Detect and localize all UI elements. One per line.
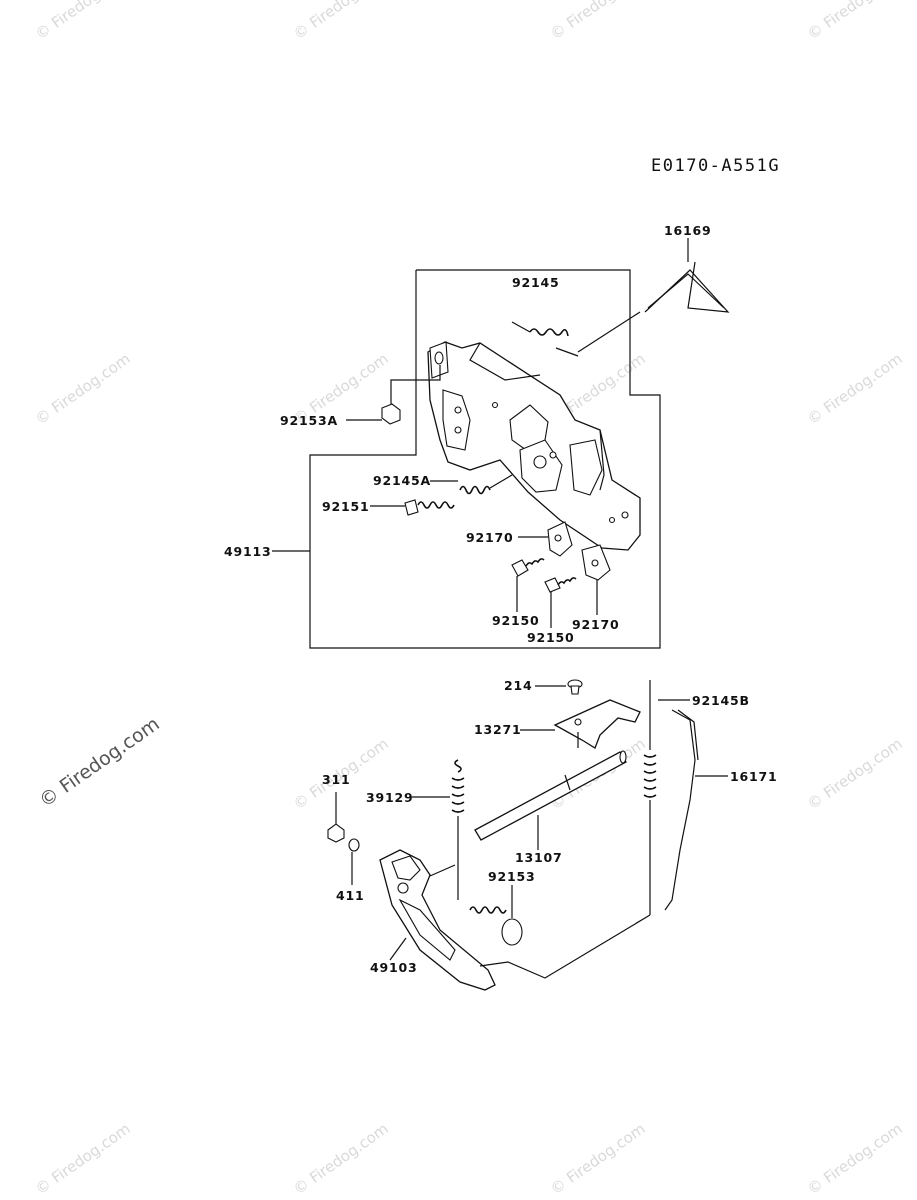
control-bracket-plate — [427, 341, 641, 551]
nut-311 — [327, 792, 345, 843]
bolt-92150-a — [511, 558, 545, 612]
watermark: © Firedog.com — [290, 1120, 392, 1199]
bolt-92153 — [469, 885, 523, 946]
watermark-large: © Firedog.com — [35, 713, 163, 812]
part-label-92150-a: 92150 — [492, 613, 540, 628]
part-label-92170-a: 92170 — [466, 530, 514, 545]
part-label-16171: 16171 — [730, 769, 778, 784]
watermark: © Firedog.com — [547, 1120, 649, 1199]
shaft-13107 — [474, 732, 627, 850]
lever-49103 — [379, 849, 651, 991]
spring-92145B — [643, 680, 690, 915]
bolt-92150-b — [544, 577, 577, 628]
rod-16171 — [664, 709, 728, 911]
screw-214 — [535, 679, 583, 695]
clamp-92170-lower — [581, 544, 611, 581]
part-label-49113: 49113 — [224, 544, 272, 559]
watermark: © Firedog.com — [804, 350, 906, 429]
spring-39129 — [412, 759, 465, 900]
assembly-frame-49113 — [309, 269, 661, 649]
watermark: © Firedog.com — [804, 0, 906, 43]
watermark: © Firedog.com — [32, 0, 134, 43]
part-label-214: 214 — [504, 678, 533, 693]
part-label-92145A: 92145A — [373, 473, 431, 488]
part-label-16169: 16169 — [664, 223, 712, 238]
part-label-92151: 92151 — [322, 499, 370, 514]
bolt-92153A — [381, 365, 441, 425]
watermark: © Firedog.com — [32, 350, 134, 429]
part-label-92153: 92153 — [488, 869, 536, 884]
watermark-layer: © Firedog.com © Firedog.com © Firedog.co… — [32, 0, 906, 1198]
part-label-311: 311 — [322, 772, 351, 787]
watermark: © Firedog.com — [290, 0, 392, 43]
diagram-code: E0170-A551G — [651, 156, 780, 176]
watermark: © Firedog.com — [804, 1120, 906, 1199]
part-label-92145: 92145 — [512, 275, 560, 290]
part-label-92153A: 92153A — [280, 413, 338, 428]
clamp-92170-upper — [547, 521, 573, 557]
part-label-13107: 13107 — [515, 850, 563, 865]
part-label-92170-b: 92170 — [572, 617, 620, 632]
watermark: © Firedog.com — [32, 1120, 134, 1199]
part-label-92145B: 92145B — [692, 693, 750, 708]
screw-92151 — [404, 499, 455, 516]
part-label-49103: 49103 — [370, 960, 418, 975]
spring-92145 — [511, 311, 641, 357]
washer-411 — [348, 838, 360, 885]
plate-13271 — [520, 699, 641, 749]
part-label-13271: 13271 — [474, 722, 522, 737]
part-label-39129: 39129 — [366, 790, 414, 805]
wire-clip-16169 — [644, 261, 730, 313]
part-label-411: 411 — [336, 888, 365, 903]
watermark: © Firedog.com — [804, 735, 906, 814]
spring-92145A — [459, 474, 513, 495]
part-label-92150-b: 92150 — [527, 630, 575, 645]
watermark: © Firedog.com — [547, 0, 649, 43]
